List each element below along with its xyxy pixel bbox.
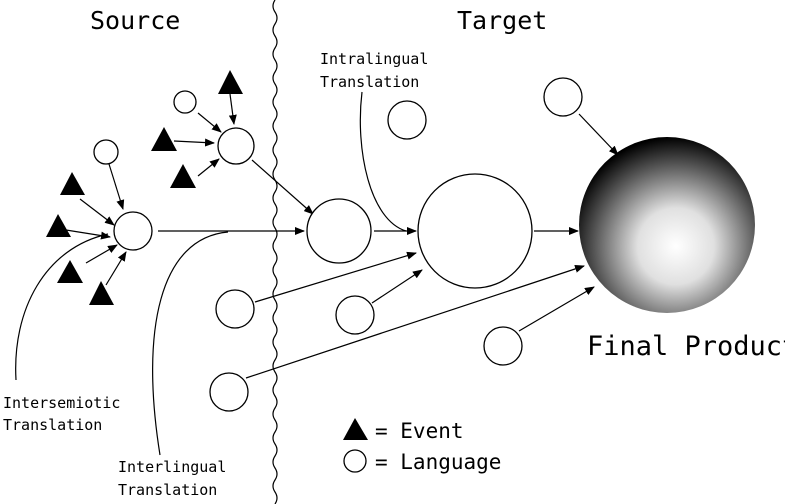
boundary-line [272, 0, 278, 504]
language-circle [306, 198, 372, 264]
intralingual-label: Intralingual [320, 50, 428, 68]
arrow [197, 158, 220, 177]
language-circle [113, 211, 153, 251]
language-nodes [93, 77, 583, 412]
language-circle [387, 100, 427, 140]
interlingual-label-2: Translation [118, 481, 217, 499]
arrow [371, 269, 423, 304]
final-product-sphere [579, 137, 755, 313]
arrows [65, 93, 619, 379]
arrow [518, 286, 595, 332]
intersemiotic-label: Intersemiotic [3, 394, 120, 412]
legend-language-icon [343, 449, 367, 473]
event-nodes [46, 70, 243, 305]
language-circle [417, 173, 533, 289]
language-circle [209, 372, 249, 412]
arrow [65, 229, 111, 240]
event-triangle [46, 214, 71, 237]
language-circle [215, 289, 255, 329]
legend-event-icon [343, 418, 368, 440]
arrow [228, 93, 237, 125]
intersemiotic-pointer [15, 233, 109, 381]
arrow [85, 244, 118, 264]
arrow [105, 251, 127, 286]
arrow [173, 138, 215, 147]
arrow [578, 113, 619, 156]
interlingual-label: Interlingual [118, 458, 226, 476]
language-circle [483, 326, 523, 366]
arrow [251, 159, 314, 215]
language-circle [93, 139, 119, 165]
event-triangle [218, 70, 243, 94]
legend: = Event = Language [343, 418, 501, 474]
legend-language-label: = Language [375, 450, 501, 474]
event-triangle [57, 260, 83, 283]
arrow [245, 265, 585, 379]
arrow [79, 198, 115, 226]
intersemiotic-label-2: Translation [3, 416, 102, 434]
language-circle [543, 77, 583, 117]
intralingual-pointer [359, 91, 407, 232]
arrow [254, 251, 417, 303]
interlingual-pointer [152, 231, 229, 456]
target-header: Target [457, 6, 547, 35]
final-product-label: Final Product [587, 331, 785, 362]
event-triangle [60, 172, 85, 195]
event-triangle [89, 281, 114, 305]
source-header: Source [90, 6, 180, 35]
language-circle [335, 295, 375, 335]
intralingual-label-2: Translation [320, 73, 419, 91]
language-circle [173, 90, 197, 114]
arrow [108, 163, 125, 210]
legend-event-label: = Event [375, 419, 464, 443]
arrow [197, 112, 222, 133]
event-triangle [151, 127, 177, 151]
language-circle [217, 127, 255, 165]
event-triangle [170, 164, 196, 188]
